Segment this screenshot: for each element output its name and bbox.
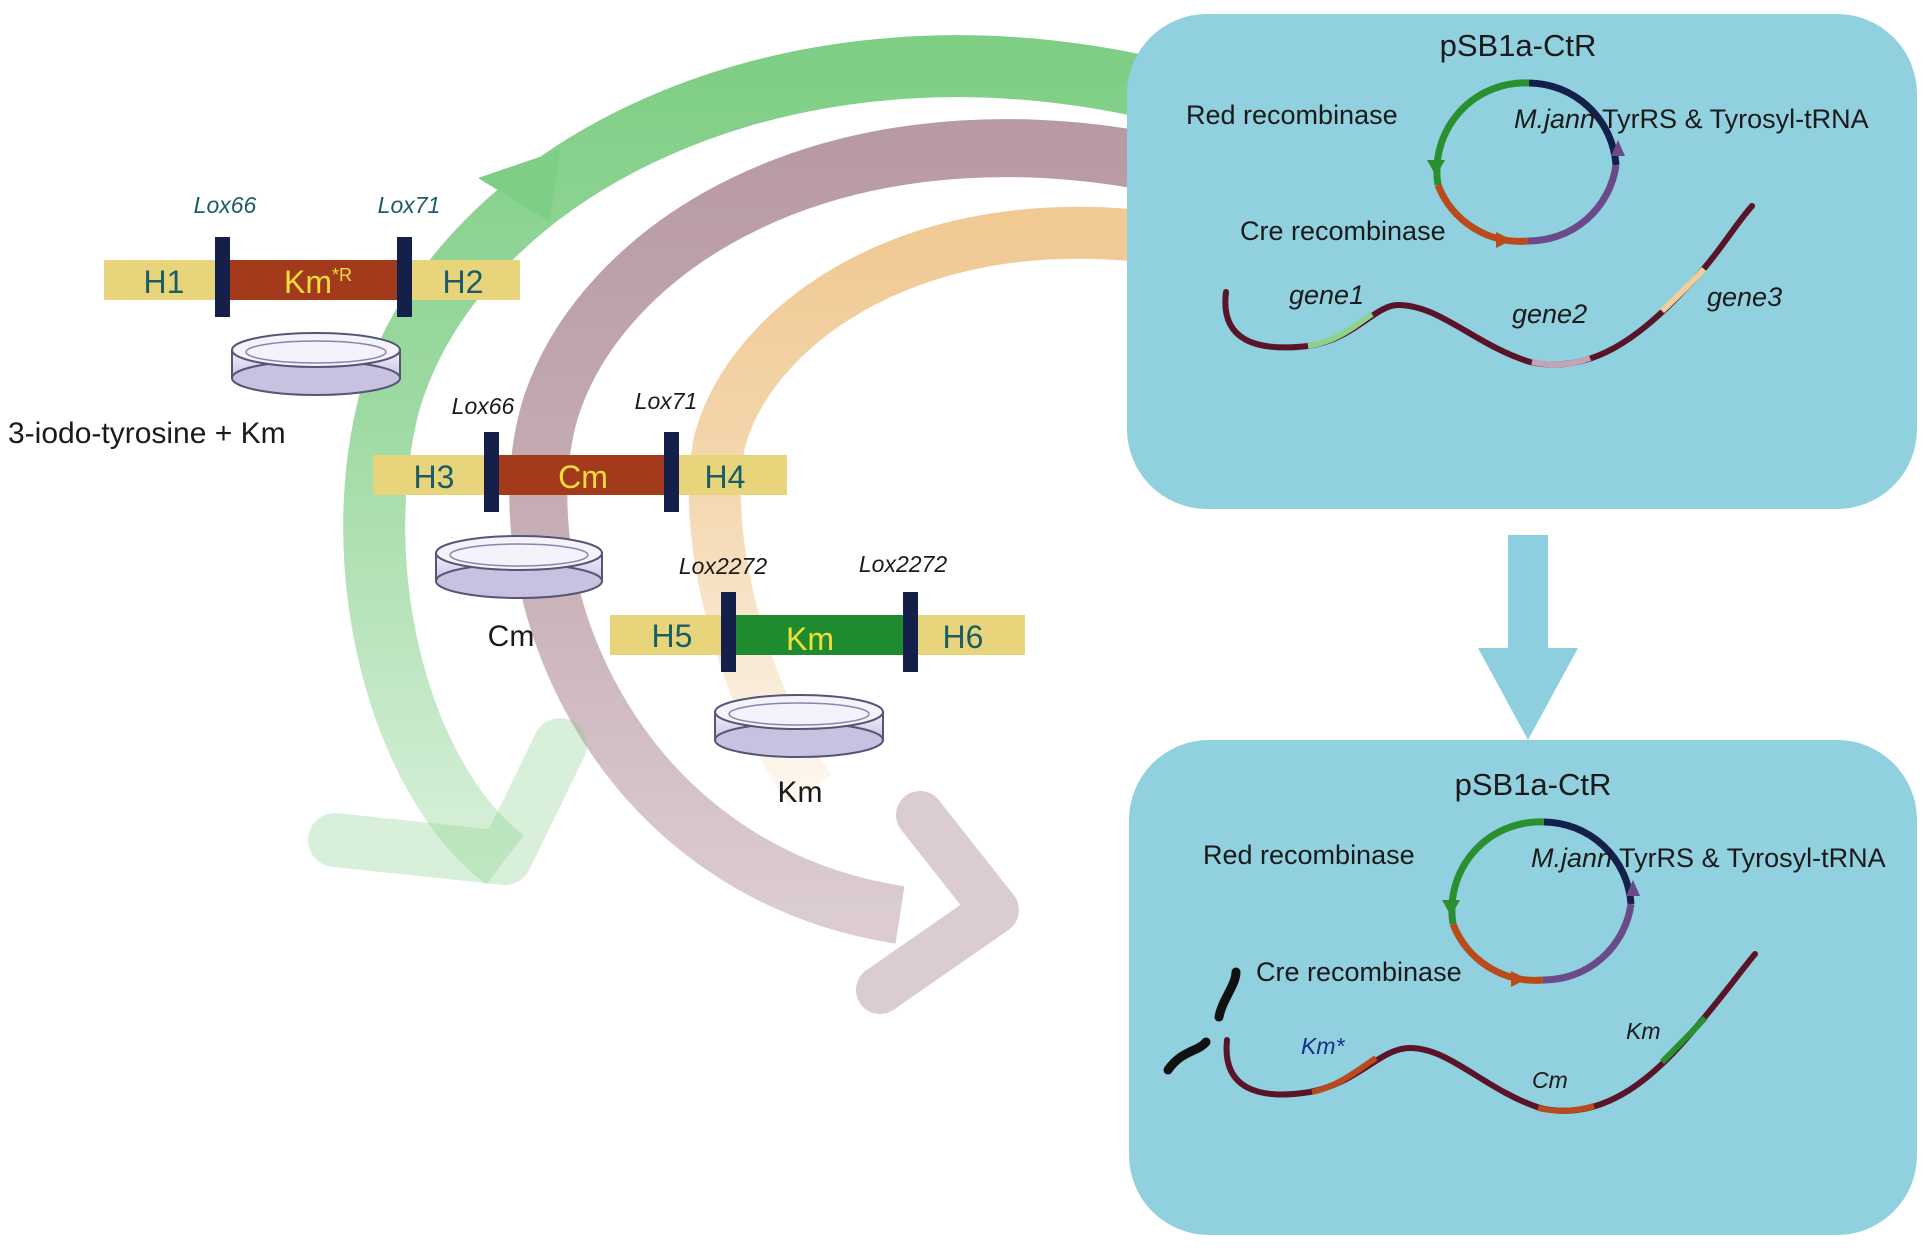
green-arrowhead-top	[478, 150, 560, 222]
bottom-box-title: pSB1a-CtR	[1455, 767, 1612, 802]
cassette3-h-right: H6	[943, 619, 984, 655]
cassette3-lox-right-bar	[903, 592, 918, 672]
cassette2-marker-block	[497, 455, 670, 495]
cassette2-h-right: H4	[705, 459, 746, 495]
bottom-cm-segment	[1537, 1103, 1595, 1114]
top-gene1-segment	[1307, 311, 1374, 349]
bottom-km-star-label: Km*	[1301, 1033, 1346, 1059]
cassette1-marker: Km*R	[284, 264, 352, 300]
cassette3-marker-block	[733, 615, 910, 655]
top-green-arrowhead	[1427, 160, 1445, 176]
top-plasmid-box: pSB1a-CtR Red recombinase Cre recombinas…	[1127, 14, 1917, 509]
top-gene2-label: gene2	[1512, 299, 1587, 329]
top-gene1-label: gene1	[1289, 280, 1364, 310]
bottom-cm-label: Cm	[1532, 1067, 1568, 1093]
cassette2-lox-left: Lox66	[452, 393, 515, 419]
cassette1-lox-left: Lox66	[194, 192, 257, 218]
top-plasmid-arc-navy	[1528, 79, 1620, 166]
cassette3-lox-right: Lox2272	[859, 551, 947, 577]
bottom-plasmid-box: pSB1a-CtR Red recombinase Cre recombinas…	[1129, 740, 1917, 1235]
cassette3-h-left: H5	[652, 618, 693, 654]
cassette2-h-left: H3	[414, 459, 455, 495]
top-purple-arrowhead	[1611, 140, 1625, 156]
top-gene3-segment	[1659, 266, 1707, 314]
cassette1-lox-right-bar	[397, 237, 412, 317]
mauve-arrowhead	[856, 791, 1019, 1014]
bottom-purple-arrowhead	[1626, 880, 1640, 896]
cassette2-lox-left-bar	[484, 432, 499, 512]
top-plasmid-circle	[1427, 79, 1625, 248]
top-box-background	[1127, 14, 1917, 509]
bottom-tyrrs-label: M.jann TyrRS & Tyrosyl-tRNA	[1531, 843, 1886, 873]
top-orange-arrowhead	[1496, 232, 1512, 248]
cassette1-marker-block	[222, 260, 405, 300]
top-plasmid-arc-orange	[1434, 183, 1529, 245]
bottom-red-recombinase-label: Red recombinase	[1203, 840, 1415, 870]
top-tyrrs-label: M.jann TyrRS & Tyrosyl-tRNA	[1514, 104, 1869, 134]
cassette2-plate-label: Cm	[488, 620, 535, 653]
cassette1-h-right: H2	[443, 264, 484, 300]
top-cre-recombinase-label: Cre recombinase	[1240, 216, 1446, 246]
green-arrowhead	[308, 718, 587, 885]
cassette2-lox-right-bar	[664, 432, 679, 512]
bottom-box-background	[1129, 740, 1917, 1235]
top-plasmid-arc-purple	[1527, 164, 1620, 245]
cassette3-lox-left: Lox2272	[679, 553, 767, 579]
bottom-orange-arrowhead	[1511, 971, 1527, 987]
cassette3-marker: Km	[786, 621, 834, 657]
bottom-plasmid-arc-navy	[1543, 818, 1635, 905]
cassette-3: H5 Km H6 Lox2272 Lox2272 Km	[610, 551, 1025, 809]
bottom-green-arrowhead	[1442, 900, 1460, 916]
mauve-curved-arrow	[509, 119, 1145, 944]
cassette3-lox-left-bar	[721, 592, 736, 672]
petri-dish-2	[435, 535, 603, 599]
cassette1-h-left: H1	[144, 264, 185, 300]
bottom-km-star-segment	[1311, 1055, 1378, 1095]
petri-dish-1	[231, 332, 401, 396]
cassette2-marker: Cm	[558, 459, 608, 495]
orange-curved-arrow	[688, 206, 1133, 805]
down-arrow	[1478, 535, 1578, 740]
petri-dish-3	[714, 694, 884, 758]
cassette1-plate-label: 3-iodo-tyrosine + Km	[8, 417, 286, 450]
cassette3-plate-label: Km	[778, 776, 823, 809]
top-box-title: pSB1a-CtR	[1440, 28, 1597, 63]
bottom-km-segment	[1659, 1015, 1708, 1065]
cassette-2: H3 Cm H4 Lox66 Lox71 Cm	[373, 388, 787, 653]
green-curved-arrow	[343, 35, 1157, 885]
cassette-1: H1 Km*R H2 Lox66 Lox71 3-iodo-tyrosine +…	[8, 192, 520, 450]
top-gene3-label: gene3	[1707, 282, 1782, 312]
chromosome-break-symbol	[1163, 967, 1241, 1075]
top-gene2-segment	[1531, 355, 1592, 368]
bottom-km-label: Km	[1626, 1018, 1661, 1044]
bottom-plasmid-arc-purple	[1542, 903, 1635, 984]
cassette1-lox-left-bar	[215, 237, 230, 317]
curved-arrows	[308, 35, 1157, 1014]
bottom-plasmid-circle	[1442, 818, 1640, 987]
bottom-plasmid-arc-orange	[1449, 922, 1544, 984]
cassette1-lox-right: Lox71	[378, 192, 441, 218]
top-red-recombinase-label: Red recombinase	[1186, 100, 1398, 130]
cassette2-lox-right: Lox71	[635, 388, 698, 414]
bottom-cre-recombinase-label: Cre recombinase	[1256, 957, 1462, 987]
